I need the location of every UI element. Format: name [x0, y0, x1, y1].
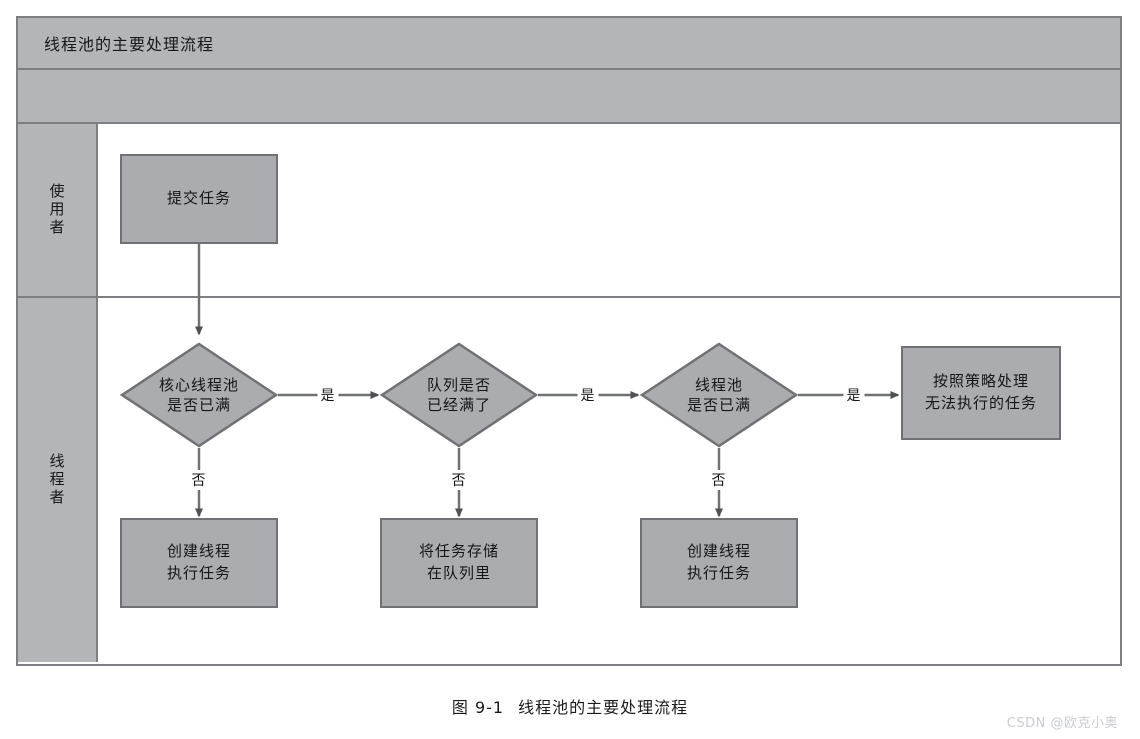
- node-submit-task-label: 提交任务: [166, 189, 231, 208]
- swimlane-label-user-text: 使用者: [47, 183, 66, 237]
- swimlane-thread: 线程者: [18, 298, 1120, 662]
- node-store-in-queue-line2: 在队列里: [426, 564, 491, 582]
- figure-caption-text: 线程池的主要处理流程: [518, 698, 689, 717]
- decision-pool-full-shape: [639, 342, 799, 448]
- swimlane-label-thread: 线程者: [18, 298, 98, 662]
- edge-label-yes-2: 是: [577, 385, 599, 405]
- node-reject-policy[interactable]: 按照策略处理 无法执行的任务: [901, 346, 1061, 440]
- node-create-thread-1-line2: 执行任务: [166, 564, 231, 582]
- edge-label-no-2: 否: [448, 470, 470, 490]
- edge-label-no-3: 否: [708, 470, 730, 490]
- diagram-title-row: 线程池的主要处理流程: [18, 18, 1120, 70]
- swimlane-user: 使用者 提交任务: [18, 124, 1120, 298]
- node-reject-policy-line1: 按照策略处理: [932, 372, 1029, 391]
- flowchart-frame: 线程池的主要处理流程 使用者 提交任务 线程者: [16, 16, 1122, 666]
- figure-number: 图 9-1: [451, 698, 505, 717]
- swimlane-body-user: 提交任务: [98, 124, 1120, 298]
- swimlane-body-thread: 核心线程池 是否已满 队列是否 已经满了: [98, 298, 1120, 662]
- diagram-subtitle-row: [18, 70, 1120, 124]
- decision-queue-full-shape: [379, 342, 539, 448]
- node-create-thread-2-line1: 创建线程: [686, 542, 751, 561]
- node-submit-task[interactable]: 提交任务: [120, 154, 278, 244]
- node-create-thread-2-line2: 执行任务: [686, 564, 751, 582]
- edge-label-yes-1: 是: [317, 385, 339, 405]
- swimlane-label-thread-text: 线程者: [47, 453, 66, 507]
- diagram-title: 线程池的主要处理流程: [44, 35, 215, 54]
- figure-caption: 图 9-1 线程池的主要处理流程: [0, 694, 1140, 718]
- decision-pool-full[interactable]: 线程池 是否已满: [639, 342, 799, 448]
- node-store-in-queue-line1: 将任务存储: [418, 542, 499, 561]
- swimlane-label-user: 使用者: [18, 124, 98, 296]
- decision-core-pool-full[interactable]: 核心线程池 是否已满: [119, 342, 279, 448]
- decision-queue-full[interactable]: 队列是否 已经满了: [379, 342, 539, 448]
- watermark: CSDN @欧克小奥: [1006, 716, 1118, 731]
- node-create-thread-2[interactable]: 创建线程 执行任务: [640, 518, 798, 608]
- node-reject-policy-line2: 无法执行的任务: [924, 394, 1037, 412]
- edge-label-no-1: 否: [188, 470, 210, 490]
- node-create-thread-1-line1: 创建线程: [166, 542, 231, 561]
- node-create-thread-1[interactable]: 创建线程 执行任务: [120, 518, 278, 608]
- node-store-in-queue[interactable]: 将任务存储 在队列里: [380, 518, 538, 608]
- decision-core-pool-full-shape: [119, 342, 279, 448]
- edge-label-yes-3: 是: [843, 385, 865, 405]
